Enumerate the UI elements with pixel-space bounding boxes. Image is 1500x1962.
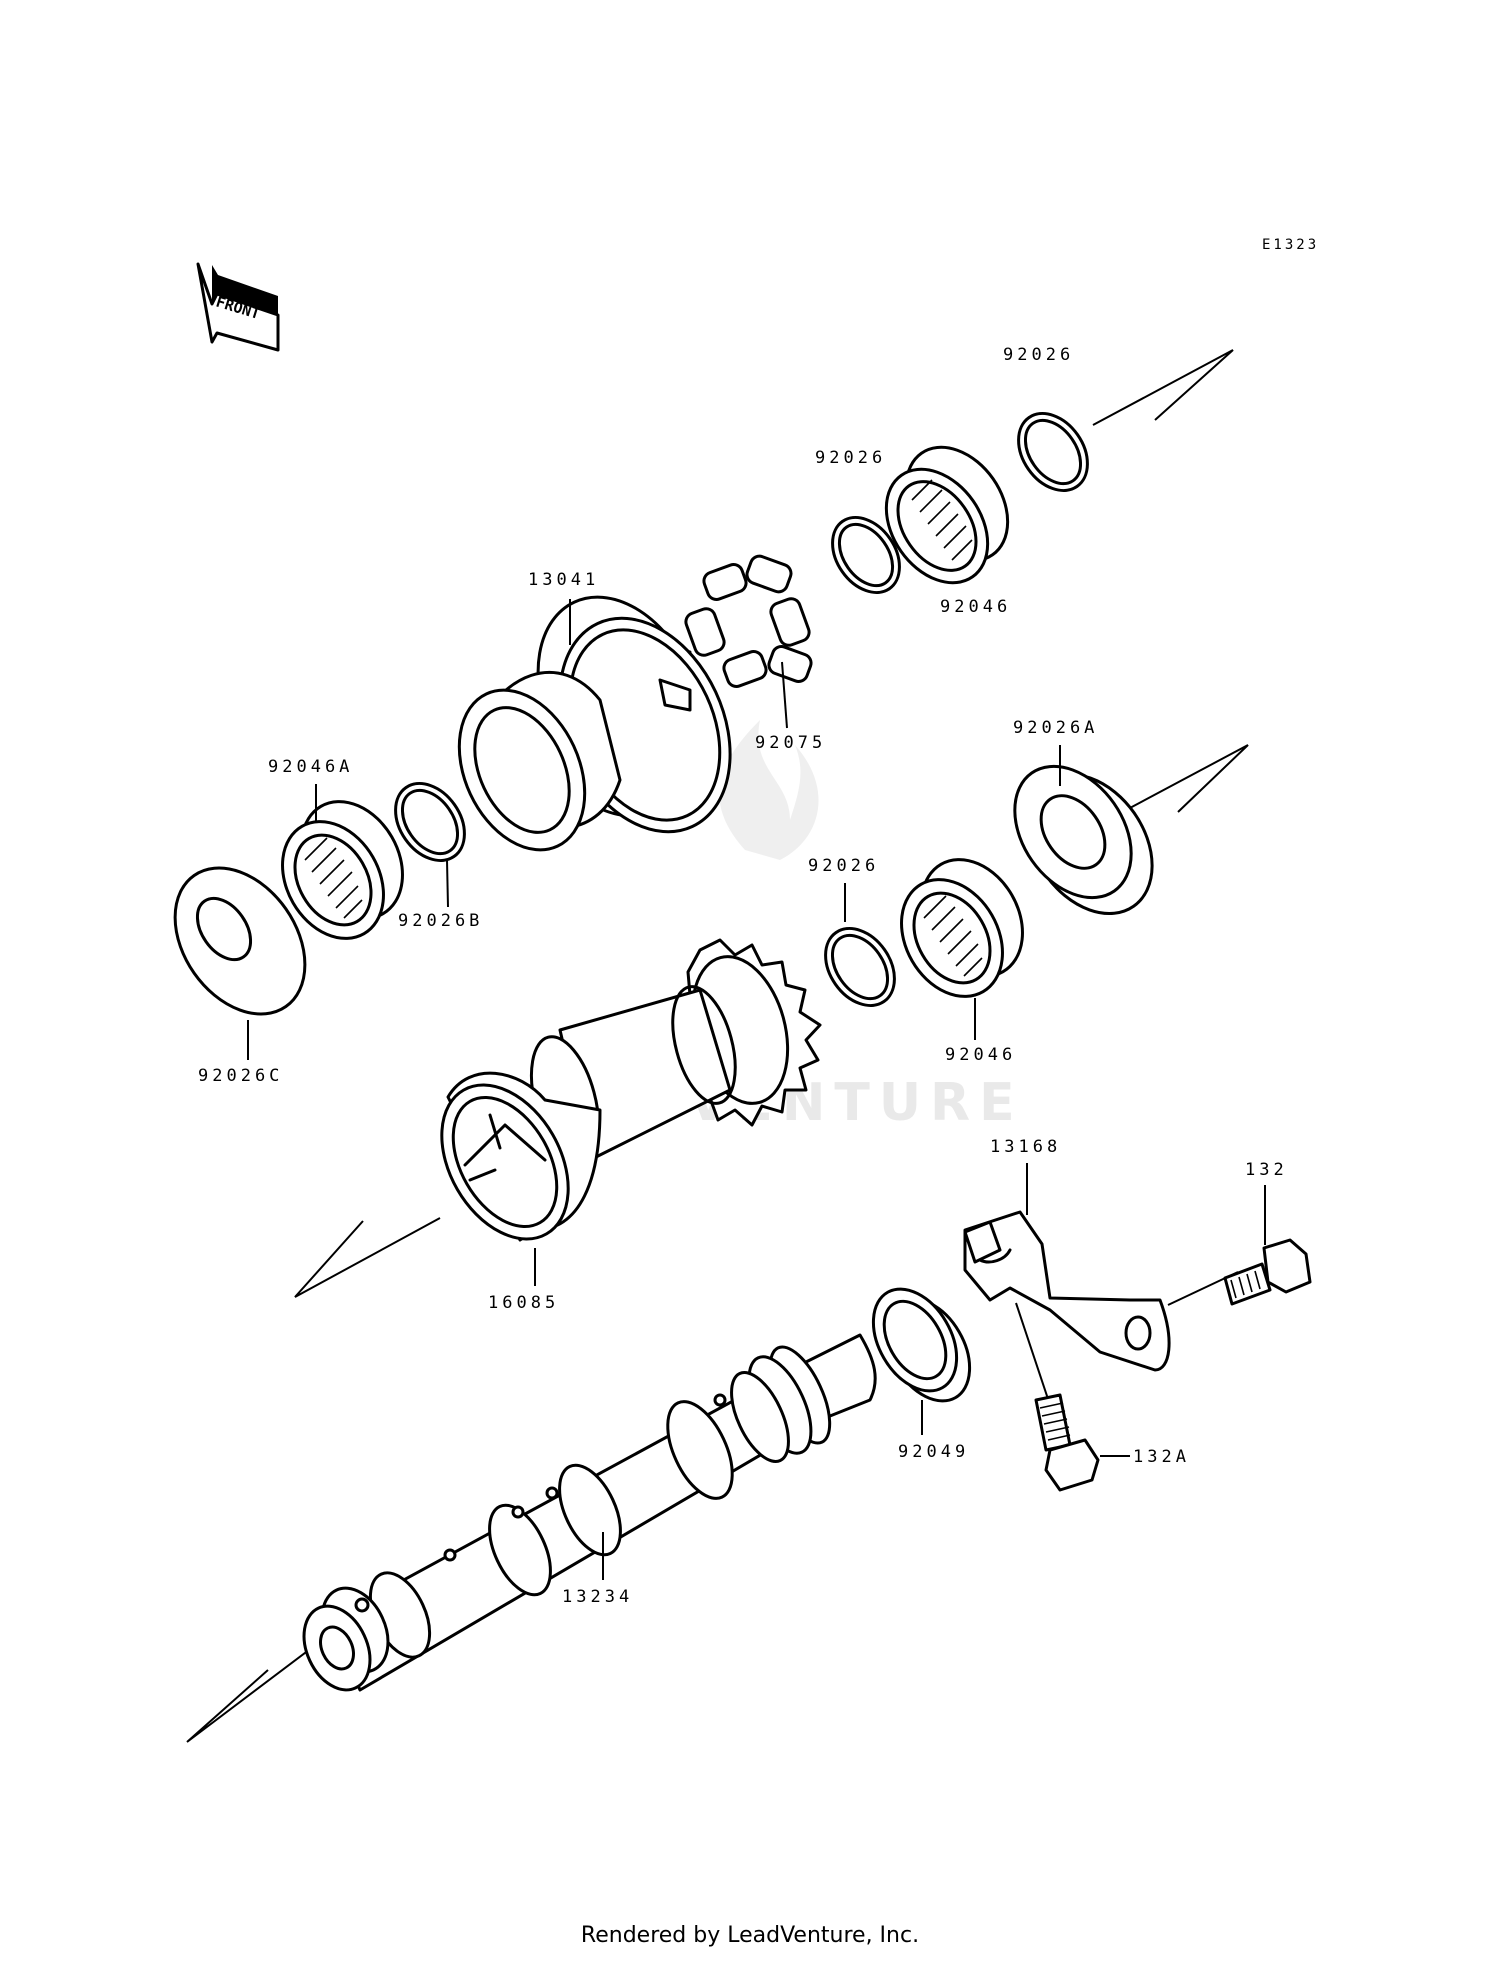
bolt-132A[interactable] [1034,1393,1130,1492]
label-13041: 13041 [528,570,599,590]
label-16085: 16085 [488,1293,559,1313]
lever-13168[interactable] [963,1163,1171,1372]
label-13168: 13168 [990,1137,1061,1157]
label-92049: 92049 [898,1442,969,1462]
washer-92026B[interactable] [381,770,478,908]
label-132: 132 [1245,1160,1288,1180]
label-13234: 13234 [562,1587,633,1607]
label-92026A: 92026A [1013,718,1098,738]
label-92046-low: 92046 [945,1045,1016,1065]
footer-credit: Rendered by LeadVenture, Inc. [580,1923,920,1948]
damper-rubber-92075[interactable] [683,554,813,729]
needle-bearing-92046-top[interactable] [865,428,1028,602]
label-92075: 92075 [755,733,826,753]
part-labels: 92026 92026 92046 13041 92075 92046A 920… [198,345,1288,1607]
label-92026C: 92026C [198,1066,283,1086]
needle-bearing-92046A[interactable] [262,783,423,956]
washer-92026-top[interactable] [1004,400,1101,503]
label-92026-top: 92026 [1003,345,1074,365]
figure-code: E1323 [1262,237,1319,253]
gear-clutch-16085[interactable] [416,938,822,1286]
front-arrow-icon: FRONT [196,262,280,352]
label-132A: 132A [1133,1447,1190,1467]
thrust-washer-92026C[interactable] [148,843,332,1060]
bolt-132[interactable] [1223,1185,1312,1306]
label-92046-top: 92046 [940,597,1011,617]
label-92046A: 92046A [268,757,353,777]
hub-13041[interactable] [435,570,763,870]
washer-92026-low[interactable] [811,883,908,1019]
thrust-washer-92026A[interactable] [991,744,1178,937]
oil-seal-92049[interactable] [856,1274,986,1435]
shaft-13234[interactable] [291,1333,877,1701]
washer-92026-mid[interactable] [819,505,914,605]
needle-bearing-92046-low[interactable] [881,841,1043,1040]
label-92026-mid: 92026 [815,448,886,468]
label-92026-low: 92026 [808,856,879,876]
label-92026B: 92026B [398,911,483,931]
